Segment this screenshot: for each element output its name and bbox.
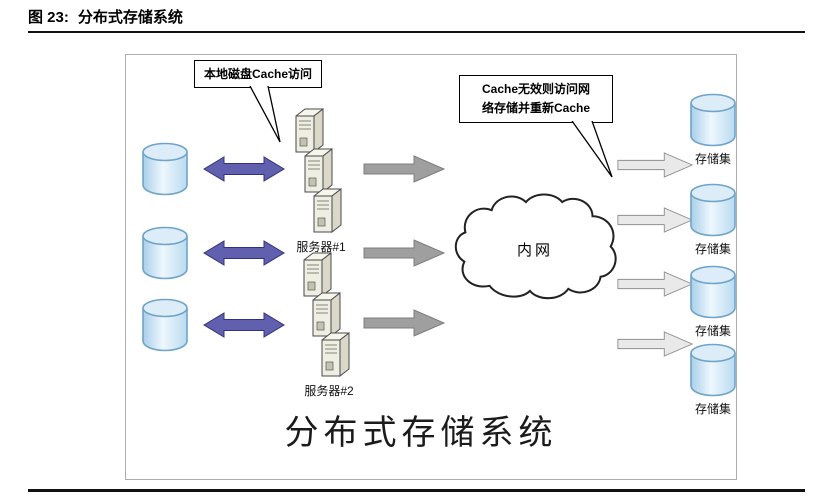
figure-caption: 图 23: 分布式存储系统 bbox=[28, 6, 183, 27]
storage-cylinder-icon bbox=[690, 265, 736, 319]
storage-cylinder-icon bbox=[690, 183, 736, 237]
callout-local-cache-text: 本地磁盘Cache访问 bbox=[203, 66, 313, 81]
top-divider bbox=[28, 31, 805, 33]
callout-network-pointer bbox=[571, 121, 613, 178]
storage-cluster-label: 存储集 bbox=[694, 324, 731, 338]
storage-cylinder-icon bbox=[690, 93, 736, 147]
right-arrow-icon bbox=[363, 309, 445, 337]
double-arrow-icon bbox=[203, 240, 285, 266]
right-arrow-icon bbox=[363, 239, 445, 267]
callout-network-line1: Cache无效则访问网 bbox=[481, 82, 591, 97]
storage-cluster-label: 存储集 bbox=[694, 402, 731, 416]
callout-local-cache: 本地磁盘Cache访问 bbox=[194, 60, 322, 88]
light-right-arrow-icon bbox=[617, 271, 693, 297]
server-icon bbox=[321, 332, 350, 377]
server-icon bbox=[313, 188, 342, 233]
storage-cluster-label: 存储集 bbox=[694, 242, 731, 256]
callout-network-cache: Cache无效则访问网 络存储并重新Cache bbox=[459, 75, 613, 123]
local-disk-icon bbox=[142, 226, 188, 280]
server-group-1-label: 服务器#1 bbox=[296, 240, 346, 254]
callout-network-line2: 络存储并重新Cache bbox=[481, 101, 591, 115]
local-disk-icon bbox=[142, 298, 188, 352]
figure-title: 分布式存储系统 bbox=[77, 9, 183, 26]
network-cloud-icon bbox=[454, 193, 617, 300]
double-arrow-icon bbox=[203, 156, 285, 182]
local-disk-icon bbox=[142, 142, 188, 196]
storage-cluster-label: 存储集 bbox=[694, 152, 731, 166]
distributed-storage-diagram: 本地磁盘Cache访问 Cache无效则访问网 络存储并重新Cache 服务器#… bbox=[125, 54, 737, 480]
bottom-divider bbox=[28, 489, 805, 492]
storage-cylinder-icon bbox=[690, 343, 736, 397]
server-group-2-label: 服务器#2 bbox=[304, 384, 354, 398]
diagram-title: 分布式存储系统 bbox=[284, 415, 558, 452]
light-right-arrow-icon bbox=[617, 207, 693, 233]
right-arrow-icon bbox=[363, 155, 445, 183]
double-arrow-icon bbox=[203, 312, 285, 338]
figure-number: 图 23: bbox=[28, 9, 69, 26]
cloud-label: 内网 bbox=[516, 242, 553, 259]
callout-local-pointer bbox=[249, 86, 281, 143]
